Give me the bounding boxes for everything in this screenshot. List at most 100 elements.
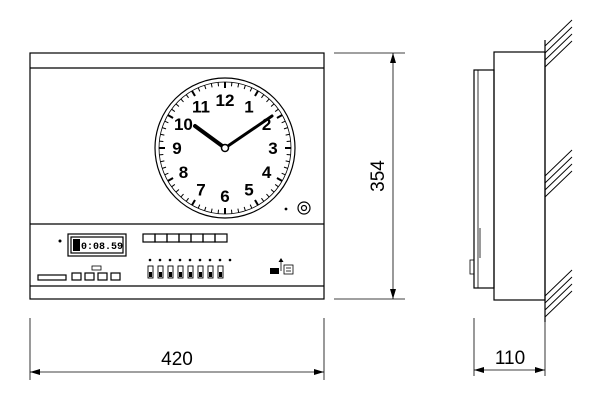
lcd-frame-inner — [70, 236, 124, 254]
toggle-led — [198, 258, 202, 262]
clock-tick — [281, 120, 286, 124]
clock-tick — [270, 103, 275, 107]
clock-tick — [167, 177, 174, 182]
program-button-7 — [214, 233, 228, 243]
hatch-line — [544, 26, 573, 54]
toggle-switch — [177, 265, 184, 279]
clock-tick — [164, 172, 169, 176]
terminal-arrow — [278, 258, 284, 262]
width-arrow-right — [314, 369, 324, 375]
toggle-switch — [217, 265, 224, 279]
clock-bezel-outer — [154, 77, 296, 219]
lcd-digit-block — [73, 239, 80, 251]
clock-hand-minute — [223, 114, 274, 150]
clock-numeral: 8 — [179, 163, 188, 182]
toggle-lever — [159, 272, 162, 277]
card-slot — [37, 274, 67, 281]
clock-tick — [274, 184, 279, 188]
clock-tick — [171, 108, 176, 112]
clock-tick — [210, 208, 213, 213]
hatch-line — [544, 40, 573, 68]
wall-hatching — [544, 19, 573, 318]
hatch-line — [544, 276, 573, 304]
clock-tick — [276, 177, 283, 182]
clock-tick — [266, 98, 270, 103]
clock-tick — [276, 114, 283, 119]
toggle-led — [148, 258, 152, 262]
clock-numeral: 6 — [220, 187, 229, 206]
clock-numeral: 3 — [268, 139, 277, 158]
hatch-line — [544, 149, 573, 177]
clock-tick — [249, 87, 253, 92]
clock-tick — [180, 193, 184, 198]
control-panel: 0:08.59 — [37, 233, 294, 281]
lcd-display-text: 0:08.59 — [81, 242, 123, 253]
clock-tick — [261, 94, 265, 99]
toggle-switch — [157, 265, 164, 279]
toggle-lever — [219, 272, 222, 277]
terminal-block-solid — [270, 268, 279, 274]
toggle-lever — [199, 272, 202, 277]
clock-tick — [162, 127, 167, 130]
set-button-3 — [97, 272, 108, 281]
clock-tick — [197, 87, 201, 92]
toggle-lever — [189, 272, 192, 277]
clock-tick — [171, 184, 176, 188]
clock-tick — [281, 172, 286, 176]
front-body-outline — [29, 52, 325, 300]
clock-tick — [160, 160, 165, 163]
side-switch-nub — [469, 259, 475, 275]
hatch-line — [544, 290, 573, 318]
power-terminal-icon — [270, 258, 294, 275]
hatch-line — [544, 283, 573, 311]
clock-tick — [185, 197, 189, 202]
hatch-line — [544, 269, 573, 297]
toggle-lever — [149, 272, 152, 277]
clock-tick — [285, 133, 290, 136]
terminal-block-outline — [283, 264, 294, 275]
key-knob-inner — [300, 204, 308, 212]
key-knob-outer — [297, 201, 311, 215]
clock-numeral: 9 — [172, 139, 181, 158]
clock-tick — [285, 160, 290, 163]
height-arrow-bottom — [390, 289, 396, 299]
clock-tick — [243, 206, 246, 211]
set-button-4 — [110, 272, 121, 281]
clock-tick — [204, 85, 207, 90]
clock-numeral: 7 — [196, 181, 205, 200]
mode-indicator-icon — [91, 265, 102, 271]
clock-tick — [175, 103, 180, 107]
clock-tick — [160, 133, 165, 136]
clock-tick — [274, 108, 279, 112]
toggle-lever — [209, 272, 212, 277]
side-view: 110 — [469, 19, 573, 376]
clock-tick — [237, 83, 240, 88]
program-button-5 — [190, 233, 204, 243]
hatch-line — [544, 33, 573, 61]
toggle-switch — [197, 265, 204, 279]
clock-numeral: 10 — [174, 115, 193, 134]
indicator-dot — [284, 207, 288, 211]
clock-tick — [191, 90, 196, 97]
side-front-bezel — [473, 69, 495, 289]
toggle-led — [218, 258, 222, 262]
clock-center-pin — [220, 143, 230, 153]
clock-tick — [283, 166, 288, 169]
key-knob — [284, 201, 311, 215]
clock-numeral: 2 — [262, 115, 271, 134]
clock-tick — [249, 204, 253, 209]
clock-tick — [266, 193, 270, 198]
clock-tick — [261, 197, 265, 202]
depth-arrow-left — [474, 367, 484, 373]
hatch-line — [544, 170, 573, 198]
clock-tick — [283, 127, 288, 130]
clock-numeral: 12 — [216, 91, 235, 110]
toggle-led — [178, 258, 182, 262]
clock-tick — [185, 94, 189, 99]
set-button-1 — [71, 272, 82, 281]
clock-hand-hour — [193, 124, 227, 150]
clock-tick — [197, 204, 201, 209]
